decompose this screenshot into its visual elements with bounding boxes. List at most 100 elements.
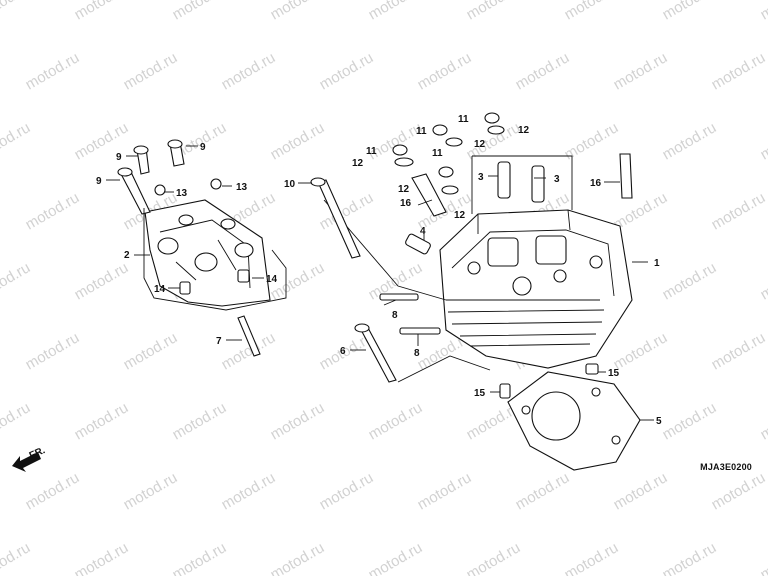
callout-9c: 9 [200,142,206,153]
callout-16b: 16 [590,178,602,189]
watermark-text: motod.ru [121,49,181,93]
diagram-code: MJA3E0200 [700,462,752,472]
head-gasket [507,371,641,471]
watermark-text: motod.ru [464,0,524,23]
watermark-text: motod.ru [317,49,377,93]
direction-label: FR. [28,445,47,462]
nuts-and-washers [392,112,505,195]
callout-11b: 11 [416,126,427,137]
valve-guide-bracket [471,155,573,214]
watermark-text: motod.ru [268,0,328,23]
callout-13a: 13 [176,188,188,199]
stud-8-lower [399,327,441,335]
watermark-text: motod.ru [268,539,328,576]
watermark-text: motod.ru [758,259,768,303]
watermark-text: motod.ru [0,0,33,23]
front-direction-arrow: FR. [12,445,47,472]
watermark-text: motod.ru [415,469,475,513]
watermark-text: motod.ru [709,329,768,373]
callout-15b: 15 [608,368,620,379]
head-group-outline [323,199,491,383]
watermark-text: motod.ru [170,399,230,443]
valve-guide-left [497,161,511,199]
spark-plug-left [411,173,447,217]
callout-12e: 12 [454,210,466,221]
watermark-text: motod.ru [0,119,33,163]
watermark-text: motod.ru [562,0,622,23]
callout-1: 1 [654,258,660,269]
callout-11d: 11 [432,148,443,159]
watermark-text: motod.ru [219,49,279,93]
watermark-text: motod.ru [317,469,377,513]
callout-6: 6 [340,346,346,357]
watermark-text: motod.ru [758,0,768,23]
callout-5: 5 [656,416,662,427]
watermark-text: motod.ru [611,469,671,513]
watermark-text: motod.ru [0,259,33,303]
callout-12a: 12 [352,158,364,169]
callout-11c: 11 [458,114,469,125]
callout-12c: 12 [474,139,486,150]
callout-13b: 13 [236,182,248,193]
watermark-text: motod.ru [709,189,768,233]
watermark-text: motod.ru [513,49,573,93]
callout-11a: 11 [366,146,377,157]
watermark-text: motod.ru [758,539,768,576]
cylinder-head [439,209,633,369]
watermark-text: motod.ru [660,539,720,576]
stud-7 [237,315,261,357]
watermark-text: motod.ru [23,469,83,513]
watermark-text: motod.ru [660,0,720,23]
watermark-text: motod.ru [366,0,426,23]
watermark-text: motod.ru [660,399,720,443]
watermark-text: motod.ru [366,539,426,576]
watermark-text: motod.ru [611,329,671,373]
watermark-text: motod.ru [170,0,230,23]
callout-8a: 8 [392,310,398,321]
watermark-text: motod.ru [23,329,83,373]
watermark-text: motod.ru [0,539,33,576]
watermark-text: motod.ru [268,119,328,163]
watermark-text: motod.ru [121,329,181,373]
callout-12b: 12 [398,184,410,195]
watermark-text: motod.ru [23,49,83,93]
callout-8b: 8 [414,348,420,359]
callout-12d: 12 [518,125,530,136]
dowel-15-left [499,383,511,399]
watermark-text: motod.ru [268,399,328,443]
callout-9b: 9 [96,176,102,187]
watermark-text: motod.ru [562,539,622,576]
callout-16a: 16 [400,198,412,209]
dowel-pin-4 [405,233,431,255]
watermark-text: motod.ru [660,119,720,163]
holder-group-outline [143,208,287,311]
leader-lines [106,145,654,421]
watermark-text: motod.ru [170,539,230,576]
callout-3b: 3 [554,174,560,185]
watermark-text: motod.ru [415,49,475,93]
stud-8-upper [379,293,419,301]
valve-guide-right [531,165,545,203]
watermark-text: motod.ru [366,399,426,443]
spark-plug-right [619,153,633,199]
callout-15a: 15 [474,388,486,399]
callout-7: 7 [216,336,222,347]
watermark-text: motod.ru [72,539,132,576]
rocker-arm-holder [144,199,271,307]
watermark-text: motod.ru [758,119,768,163]
callout-10: 10 [284,179,296,190]
dowel-15-right [585,363,599,375]
callout-labels: 1 2 3 3 4 5 6 7 8 8 9 9 9 10 11 11 11 11… [96,114,662,427]
watermark-text: motod.ru [464,539,524,576]
callout-14a: 14 [154,284,166,295]
watermark-text: motod.ru [0,399,33,443]
watermark-text: motod.ru [72,119,132,163]
watermark-text: motod.ru [758,399,768,443]
watermark-text: motod.ru [121,469,181,513]
watermark-text: motod.ru [611,49,671,93]
callout-9a: 9 [116,152,122,163]
watermark-text: motod.ru [23,189,83,233]
